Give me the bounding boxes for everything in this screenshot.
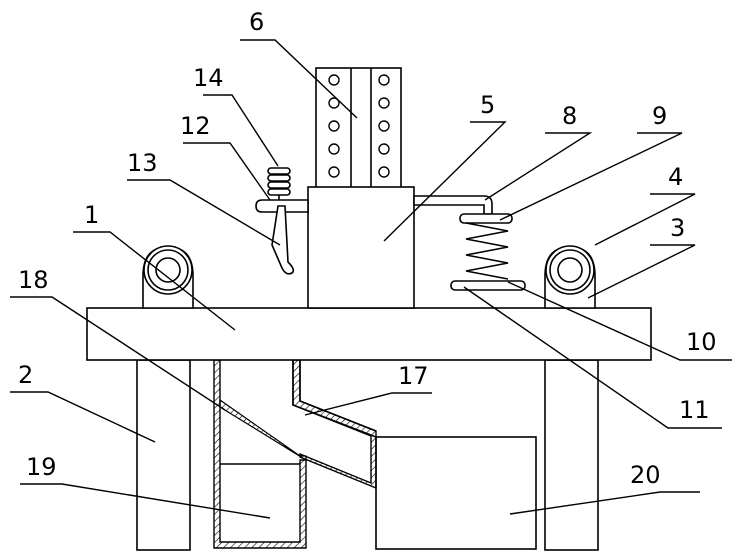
label-9: 9 xyxy=(652,102,667,130)
table-top-1 xyxy=(87,308,651,360)
label-17: 17 xyxy=(398,362,429,390)
arm-8 xyxy=(414,196,492,214)
label-10: 10 xyxy=(686,328,717,356)
block-5 xyxy=(308,187,414,308)
box-20 xyxy=(376,437,536,549)
right-wheel-bracket-3 xyxy=(545,246,595,308)
label-20: 20 xyxy=(630,461,661,489)
label-8: 8 xyxy=(562,102,577,130)
pin-13 xyxy=(272,206,293,274)
label-6: 6 xyxy=(249,8,264,36)
left-leg xyxy=(137,360,190,550)
label-3: 3 xyxy=(670,214,685,242)
knob-14 xyxy=(268,168,290,200)
right-leg xyxy=(545,360,598,550)
label-11: 11 xyxy=(679,396,710,424)
label-18: 18 xyxy=(18,266,49,294)
chute-18 xyxy=(220,400,306,460)
spring-base-11 xyxy=(451,281,525,290)
label-12: 12 xyxy=(180,112,211,140)
label-14: 14 xyxy=(193,64,224,92)
label-1: 1 xyxy=(84,201,99,229)
label-2: 2 xyxy=(18,361,33,389)
chute-17-upper-wall xyxy=(293,360,376,437)
label-4: 4 xyxy=(668,163,683,191)
label-19: 19 xyxy=(26,453,57,481)
label-13: 13 xyxy=(127,149,158,177)
label-5: 5 xyxy=(480,91,495,119)
spring-9 xyxy=(466,223,508,279)
